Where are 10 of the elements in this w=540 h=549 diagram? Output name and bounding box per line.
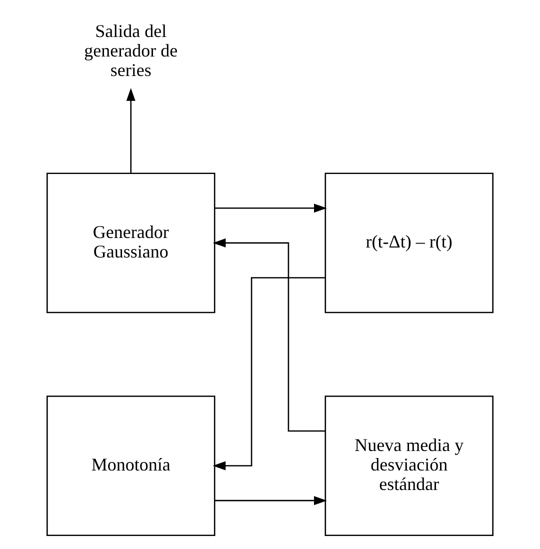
node-box: Nueva media y desviación estándar (324, 396, 494, 536)
node-box: Generador Gaussiano (46, 172, 216, 314)
arrow (126, 88, 136, 174)
node-box: Monotonía (46, 396, 216, 536)
arrow (214, 496, 327, 506)
node-text: Salida del generador de series (84, 21, 178, 80)
node-box: r(t-Δt) – r(t) (324, 172, 494, 314)
arrow (214, 204, 327, 213)
arrow (212, 238, 326, 432)
arrow (212, 277, 326, 470)
